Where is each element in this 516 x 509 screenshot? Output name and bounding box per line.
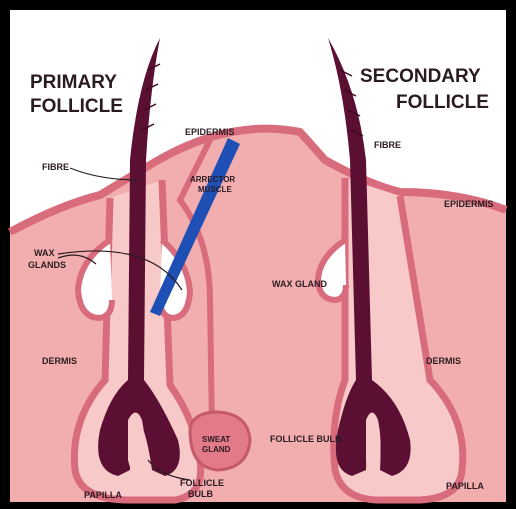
sweat-gland-label-line2: GLAND — [202, 445, 231, 454]
arrector-label-line2: MUSCLE — [198, 185, 232, 194]
papilla-left-label: PAPILLA — [84, 490, 122, 500]
dermis-left-label: DERMIS — [42, 356, 77, 366]
wax-gland-right-label: WAX GLAND — [272, 279, 327, 289]
epidermis-top-label: EPIDERMIS — [185, 127, 235, 137]
secondary-title-line2: FOLLICLE — [396, 92, 489, 113]
epidermis-right-label: EPIDERMIS — [444, 199, 494, 209]
fibre-left-label: FIBRE — [42, 162, 69, 172]
wax-glands-label-line2: GLANDS — [28, 260, 66, 270]
sweat-gland-label-line1: SWEAT — [202, 435, 230, 444]
dermis-right-label: DERMIS — [426, 356, 461, 366]
follicle-bulb-left-line1: FOLLICLE — [180, 478, 224, 488]
secondary-title-line1: SECONDARY — [360, 66, 481, 87]
primary-title-line2: FOLLICLE — [30, 96, 123, 117]
follicle-bulb-right-label: FOLLICLE BULB — [270, 434, 342, 444]
wax-glands-label-line1: WAX — [34, 248, 55, 258]
primary-papilla — [128, 413, 145, 479]
papilla-right-label: PAPILLA — [446, 481, 484, 491]
follicle-bulb-left-line2: BULB — [188, 489, 213, 499]
arrector-label-line1: ARRECTOR — [190, 175, 235, 184]
primary-title-line1: PRIMARY — [30, 72, 117, 93]
fibre-right-label: FIBRE — [374, 140, 401, 150]
